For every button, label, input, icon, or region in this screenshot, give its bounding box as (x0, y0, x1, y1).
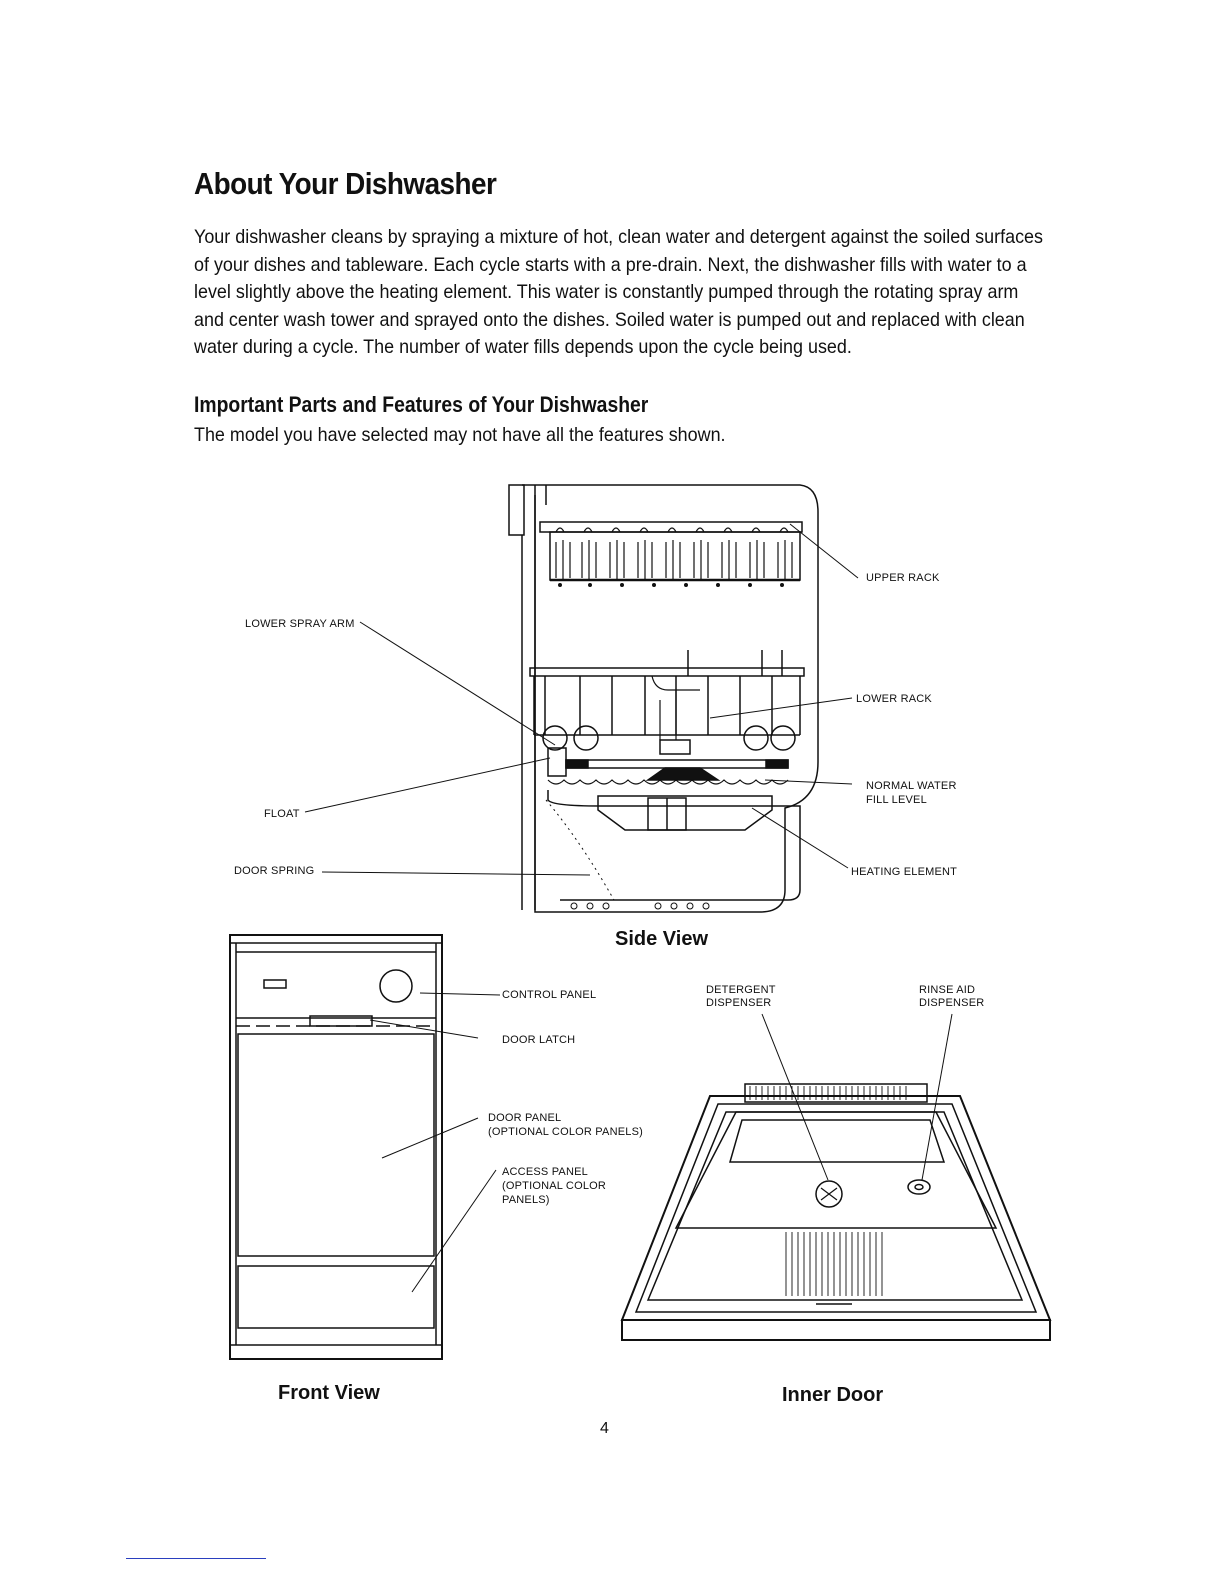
control-panel-leader (419, 992, 501, 996)
lower-spray-arm-leader (359, 621, 556, 746)
rinse-aid-dispenser-sublabel: DISPENSER (919, 997, 984, 1009)
intro-paragraph: Your dishwasher cleans by spraying a mix… (194, 226, 1044, 358)
rinse-aid-dispenser-label: RINSE AID (919, 984, 975, 996)
rinse-aid-dispenser-leader (921, 1013, 953, 1181)
water-level-leader (764, 779, 853, 785)
normal-water-label: NORMAL WATER (866, 780, 957, 792)
footer-rule (126, 1558, 266, 1559)
float-leader (304, 757, 551, 813)
door-panel-leader (381, 1117, 479, 1159)
features-note: The model you have selected may not have… (194, 424, 726, 446)
lower-rack-label: LOWER RACK (856, 693, 932, 705)
heating-element-label: HEATING ELEMENT (851, 866, 957, 878)
detergent-dispenser-sublabel: DISPENSER (706, 997, 771, 1009)
access-panel-leader (411, 1169, 497, 1293)
access-panel-sublabel-2: PANELS) (502, 1194, 550, 1206)
inner-door-illustration: DETERGENT DISPENSER RINSE AID DISPENSER … (620, 984, 1052, 1406)
fill-level-label: FILL LEVEL (866, 794, 927, 806)
detergent-dispenser-leader (761, 1013, 829, 1181)
inner-door-caption: Inner Door (782, 1384, 883, 1406)
door-spring-leader (321, 871, 591, 876)
page-number: 4 (600, 1420, 609, 1437)
door-panel-sublabel: (OPTIONAL COLOR PANELS) (488, 1126, 643, 1138)
access-panel-label: ACCESS PANEL (502, 1166, 588, 1178)
door-spring-label: DOOR SPRING (234, 865, 314, 877)
side-view-illustration: UPPER RACK LOWER SPRAY ARM LOWER RACK NO… (234, 484, 957, 950)
front-view-illustration: CONTROL PANEL DOOR LATCH DOOR PANEL (OPT… (229, 934, 643, 1404)
front-view-caption: Front View (278, 1382, 380, 1404)
lower-spray-arm-label: LOWER SPRAY ARM (245, 618, 355, 630)
door-latch-leader (369, 1019, 479, 1039)
door-latch-label: DOOR LATCH (502, 1034, 575, 1046)
upper-rack-leader (789, 523, 859, 579)
detergent-dispenser-label: DETERGENT (706, 984, 776, 996)
lower-rack-leader (709, 697, 853, 719)
float-label: FLOAT (264, 808, 300, 820)
heating-element-leader (751, 807, 849, 869)
access-panel-sublabel-1: (OPTIONAL COLOR (502, 1180, 606, 1192)
control-panel-label: CONTROL PANEL (502, 989, 596, 1001)
page-title: About Your Dishwasher (194, 166, 497, 201)
features-heading: Important Parts and Features of Your Dis… (194, 392, 649, 417)
upper-rack-label: UPPER RACK (866, 572, 940, 584)
side-view-caption: Side View (615, 928, 708, 950)
door-panel-label: DOOR PANEL (488, 1112, 561, 1124)
